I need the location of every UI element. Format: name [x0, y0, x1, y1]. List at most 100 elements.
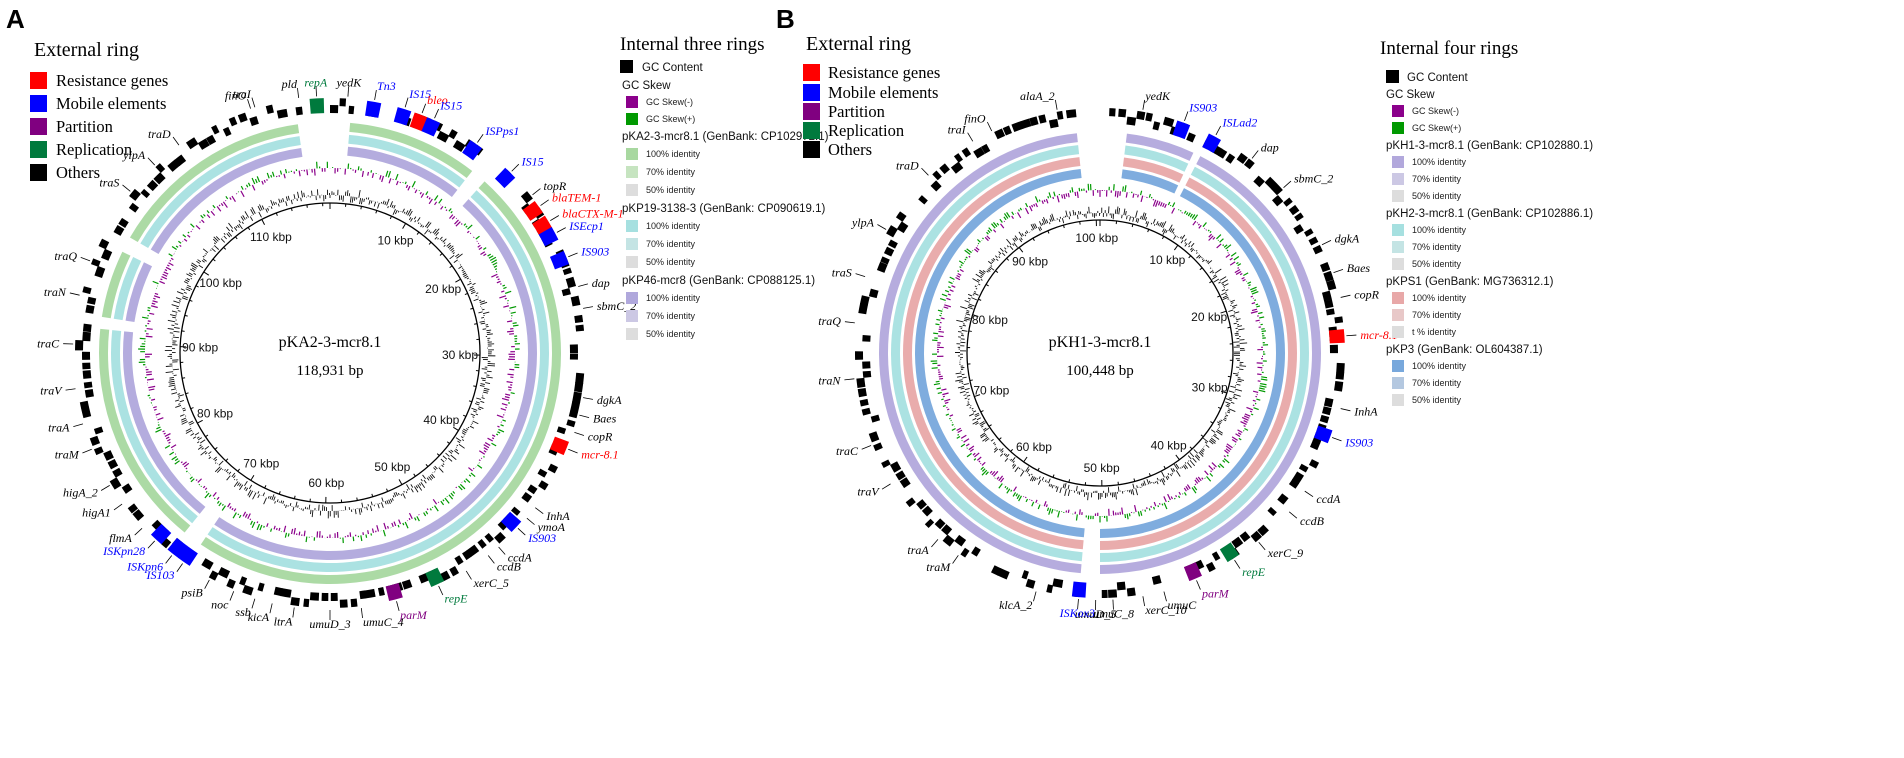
gc-skew-neg-swatch	[626, 96, 638, 108]
scale-tick	[250, 475, 255, 481]
gc-content-bar	[1182, 465, 1187, 470]
gc-content-bar	[1225, 293, 1228, 296]
gc-skew-bar	[968, 255, 971, 258]
cds-block	[1312, 244, 1323, 255]
gc-content-bar	[476, 292, 479, 294]
cds-block	[862, 361, 871, 369]
gene-block	[538, 227, 559, 247]
gc-content-bar	[171, 304, 180, 308]
gc-skew-bar	[498, 428, 505, 433]
gc-content-bar	[259, 204, 263, 211]
gc-skew-bar	[168, 253, 173, 257]
gc-skew-bar	[1183, 492, 1187, 496]
gc-skew-bar	[1236, 261, 1239, 265]
cds-block	[873, 442, 883, 452]
gc-skew-bar	[190, 223, 195, 228]
gc-skew-bar	[1244, 413, 1251, 417]
gene-label: umuC_8	[1093, 607, 1134, 621]
gc-content-bar	[213, 456, 217, 461]
cds-block	[538, 480, 549, 491]
cds-block	[1011, 121, 1024, 133]
gc-content-bar	[354, 508, 357, 515]
gc-content-bar	[1180, 240, 1184, 244]
gc-content-bar	[169, 378, 175, 381]
cds-block	[249, 116, 259, 127]
gc-content-bar	[979, 432, 986, 437]
gc-content-bar	[1013, 242, 1018, 248]
gc-skew-bar	[183, 462, 190, 468]
cds-block	[211, 124, 220, 135]
gc-content-bar	[1132, 217, 1135, 222]
gc-skew-bar	[404, 521, 409, 529]
gc-content-bar	[244, 480, 248, 487]
gc-skew-bar	[1256, 305, 1261, 308]
gene-label: mcr-8.1	[581, 448, 618, 462]
cds-block	[861, 407, 871, 416]
kbp-label: 100 kbp	[1075, 231, 1118, 245]
gene-label: flmA	[109, 531, 132, 545]
gc-content-bar	[971, 407, 974, 410]
cds-block	[1186, 132, 1196, 143]
gc-skew-bar	[452, 490, 456, 494]
gc-content-bar	[1202, 448, 1205, 451]
gc-skew-bar	[483, 447, 488, 451]
cds-block	[276, 108, 288, 119]
cds-block	[1303, 228, 1314, 237]
gene-label: traM	[55, 448, 80, 462]
gc-content-bar	[1161, 471, 1165, 478]
gc-skew-bar	[497, 431, 501, 434]
gc-skew-bar	[1178, 491, 1182, 496]
gc-skew-bar	[465, 225, 468, 228]
gc-skew-pos-label: GC Skew(+)	[646, 114, 695, 124]
gene-leader	[578, 283, 589, 287]
gc-content-bar	[1215, 430, 1223, 436]
gc-content-bar	[1206, 260, 1210, 263]
gc-content-bar	[459, 264, 462, 266]
gene-label: IS903	[1344, 435, 1373, 449]
gc-skew-bar	[964, 249, 971, 255]
gc-content-bar	[963, 319, 968, 322]
gc-skew-bar	[1243, 272, 1249, 277]
gc-skew-bar	[402, 522, 405, 526]
gc-skew-bar	[999, 218, 1003, 223]
ref2-50-swatch	[626, 256, 638, 268]
gc-skew-bar	[956, 274, 961, 278]
legend-swatch-others	[803, 141, 820, 158]
scale-tick	[974, 394, 981, 398]
gc-content-bar	[483, 387, 490, 390]
gene-leader	[1184, 111, 1189, 122]
legend-swatch-replication	[803, 122, 820, 139]
gc-content-bar	[464, 275, 469, 279]
gc-skew-bar	[157, 424, 160, 426]
gc-content-bar	[986, 270, 989, 273]
gc-skew-bar	[1153, 501, 1157, 507]
gc-skew-bar	[1250, 286, 1257, 291]
cds-block	[1277, 493, 1289, 505]
gc-skew-bar	[1238, 437, 1242, 441]
gc-content-bar	[1224, 415, 1227, 418]
scale-tick	[360, 206, 362, 210]
gc-content-bar	[979, 269, 985, 275]
cds-block	[295, 106, 303, 116]
gene-leader	[556, 227, 566, 233]
gc-skew-bar	[939, 298, 946, 302]
gene-label: dap	[1261, 140, 1279, 154]
gc-skew-bar	[391, 522, 394, 528]
gc-content-bar	[461, 439, 465, 441]
gc-skew-bar	[254, 178, 258, 184]
gc-skew-bar	[261, 180, 264, 185]
gc-skew-bar	[405, 184, 409, 189]
cds-block	[273, 586, 283, 597]
ref1-70-swatch	[626, 166, 638, 178]
scale-tick	[1175, 454, 1180, 461]
gc-skew-bar	[937, 391, 942, 395]
gc-content-bar	[463, 274, 468, 277]
gc-content-bar	[1189, 452, 1195, 458]
gc-skew-bar	[448, 494, 454, 500]
cds-block	[1308, 459, 1320, 469]
legend-label-resistance: Resistance genes	[56, 71, 168, 90]
gc-content-bar	[397, 210, 400, 213]
gc-skew-bar	[1031, 501, 1035, 507]
gc-skew-bar	[156, 426, 161, 430]
gc-skew-bar	[1000, 477, 1005, 483]
